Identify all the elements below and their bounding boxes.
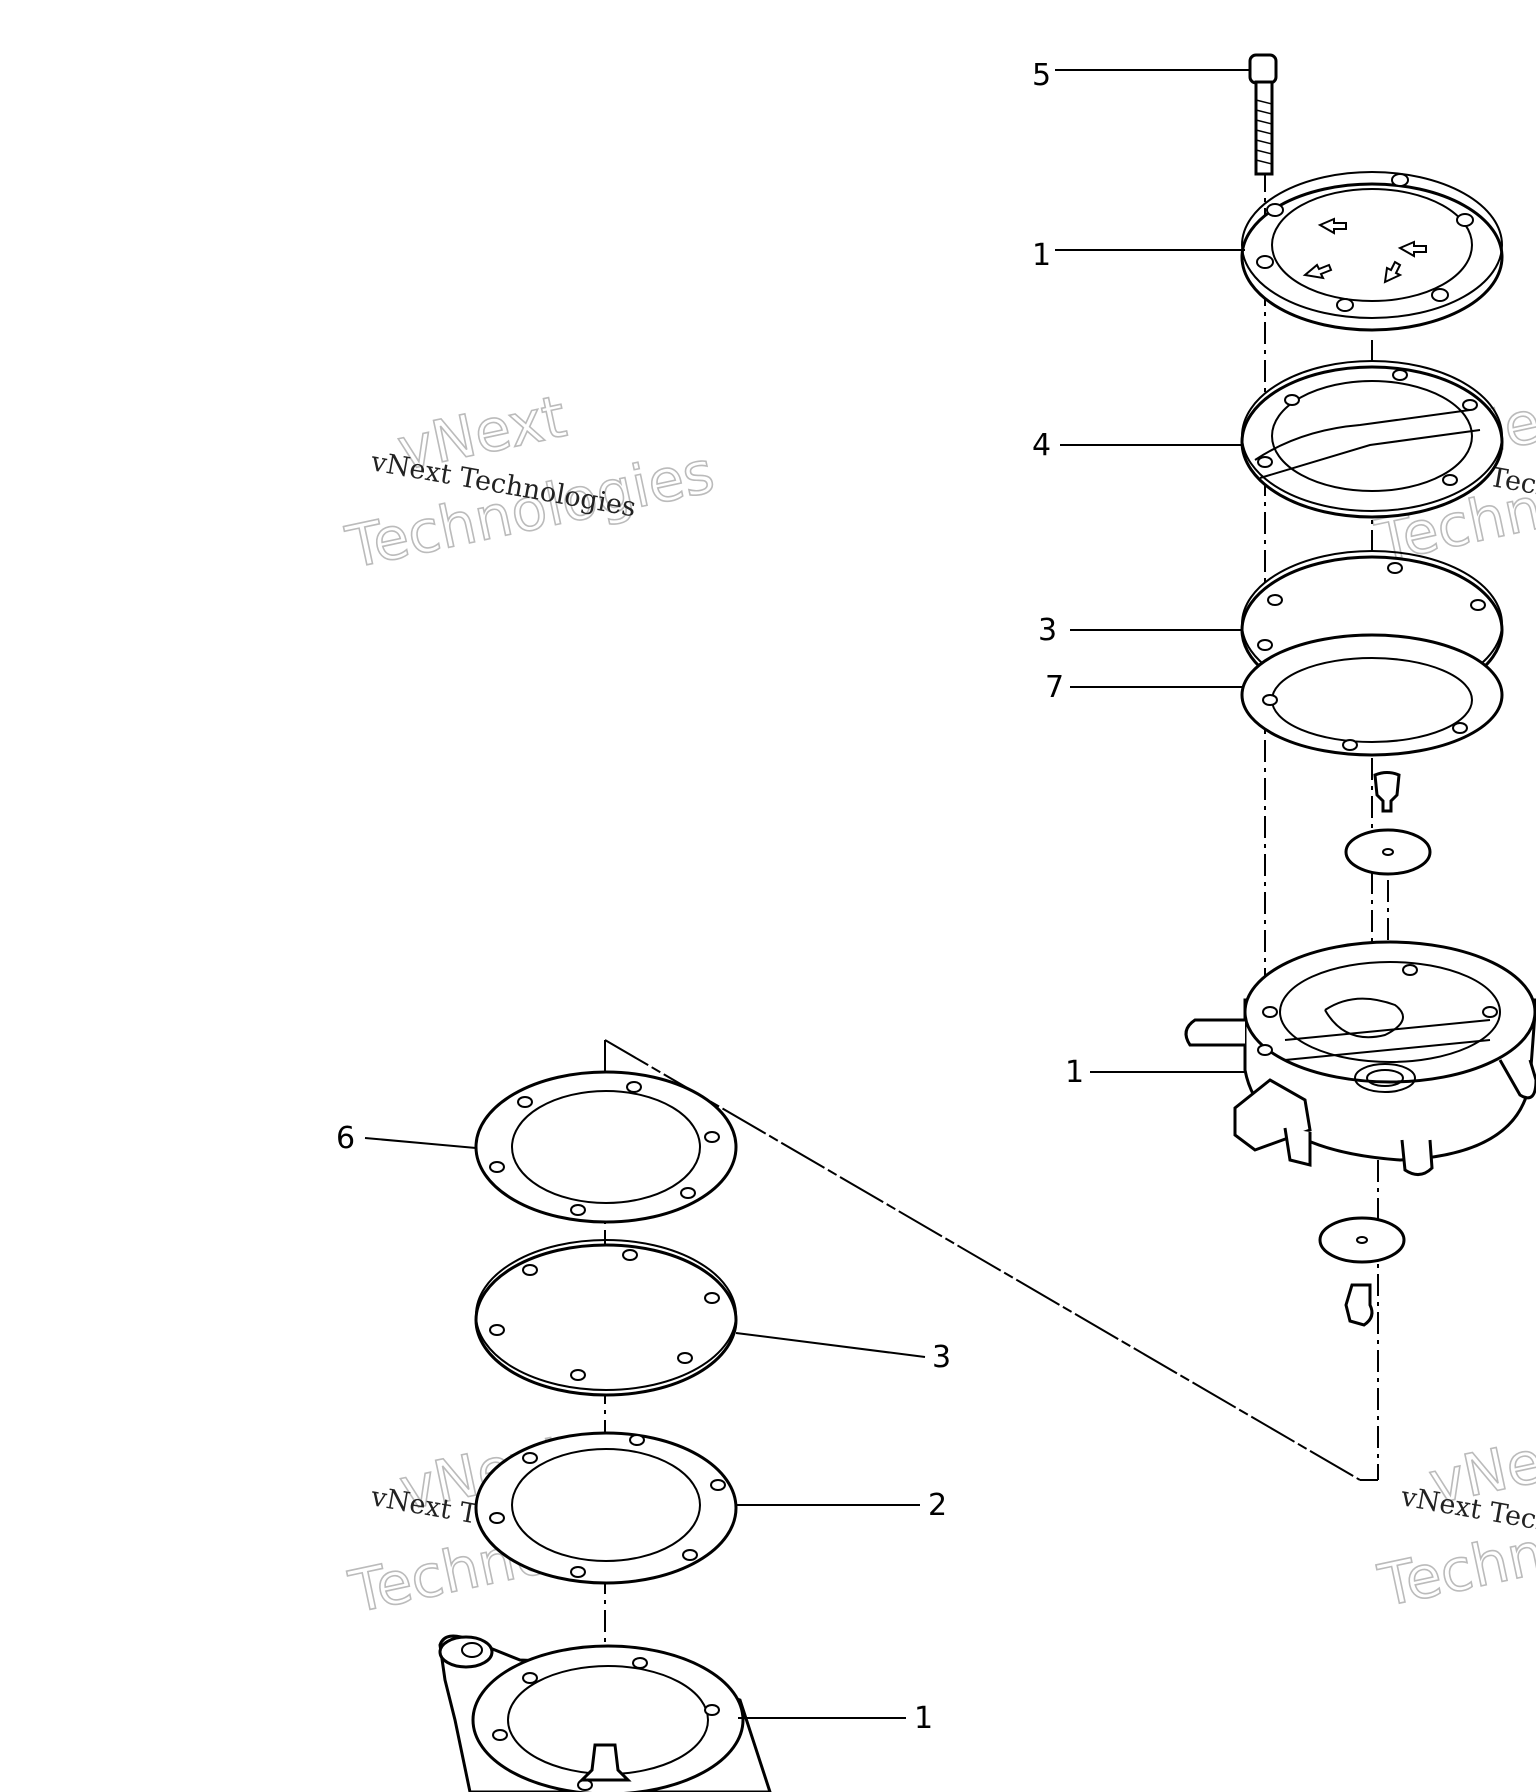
pump-fittings (1184, 1018, 1536, 1176)
lower-cover-stud (578, 1743, 632, 1782)
top-cover-inner (1271, 188, 1473, 302)
top-cover-part (1240, 171, 1504, 332)
callout-pump-body: 1 (1065, 1055, 1084, 1090)
lower-check-valve (1344, 1283, 1374, 1327)
valve-plate-part (1240, 360, 1504, 519)
upper-gasket-part (1240, 633, 1504, 757)
check-valve-small-parts (1344, 771, 1432, 1010)
left-nipple (1184, 1018, 1245, 1047)
valve-plate-outer (1240, 365, 1504, 519)
leader-lines (364, 69, 1250, 1719)
callout-valve-plate: 4 (1032, 428, 1051, 463)
pump-body-part (1184, 940, 1536, 1176)
lower-cover-part (438, 1634, 772, 1792)
lower-gasket2-part (474, 1431, 738, 1585)
bottom-nipple (1400, 1139, 1434, 1176)
callout-lower-diaphragm: 3 (932, 1340, 951, 1375)
callout-lower-cover: 1 (914, 1701, 933, 1736)
pump-center-boss (1354, 1063, 1416, 1093)
lower-gasket-ring (474, 1070, 738, 1224)
callout-bolt: 5 (1032, 58, 1051, 93)
upper-check-valve (1373, 771, 1401, 813)
valve-plate-holes (1257, 369, 1478, 486)
callout-top-cover: 1 (1032, 238, 1051, 273)
bolt-part (1248, 53, 1278, 176)
bolt-head (1248, 53, 1278, 85)
pump-body-holes (1257, 964, 1498, 1056)
lower-cover-face (471, 1644, 745, 1792)
callout-upper-diaphragm: 3 (1038, 613, 1057, 648)
lower-gasket-part (474, 1070, 738, 1224)
callout-labels: 5 1 4 3 7 1 6 3 2 1 (336, 58, 1084, 1736)
pump-inner-valve (1324, 997, 1404, 1039)
lower-right-valve-parts (1318, 1216, 1406, 1327)
callout-lower-gasket2: 2 (928, 1488, 947, 1523)
callout-upper-gasket: 7 (1045, 670, 1064, 705)
top-cover-holes (1256, 173, 1474, 312)
pump-body-top (1243, 940, 1536, 1084)
upper-gasket-ring (1240, 633, 1504, 757)
lower-diaphragm-disc (474, 1243, 738, 1397)
lower-diaphragm-part (474, 1239, 738, 1397)
callout-lower-gasket: 6 (336, 1121, 355, 1156)
top-cover-arrows (1302, 217, 1427, 284)
